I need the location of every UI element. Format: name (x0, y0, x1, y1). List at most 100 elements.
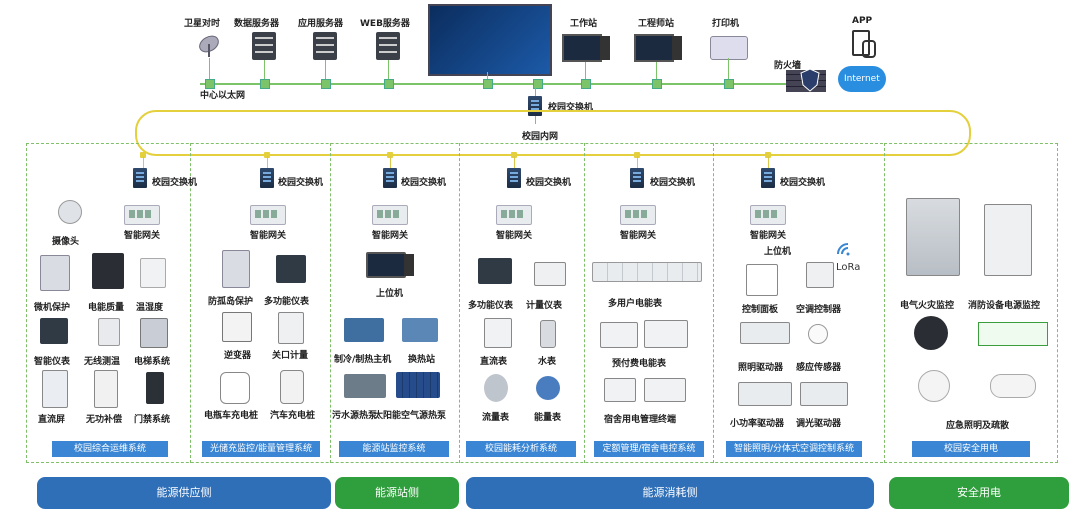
category-energy-supply: 能源供应侧 (37, 477, 331, 509)
device-label: 卫星对时 (184, 19, 221, 29)
campus-switch-label: 校园交换机 (548, 103, 594, 113)
system-bar: 校园安全用电 (912, 441, 1030, 457)
campus-net-label: 校园内网 (522, 132, 559, 142)
motion-sensor-icon (808, 324, 828, 344)
item-label: 上位机 (376, 289, 404, 299)
item-label: 控制面板 (742, 305, 779, 315)
item-label: 水表 (538, 357, 557, 367)
item-label: 电梯系统 (134, 357, 171, 367)
item-label: 污水源热泵 (332, 411, 378, 421)
item-label: 电气火灾监控 (900, 301, 955, 311)
category-energy-station: 能源站侧 (335, 477, 459, 509)
switch-label: 校园交换机 (152, 178, 198, 188)
reactive-compensation-icon (94, 370, 118, 408)
monitor-screen-icon (428, 4, 552, 76)
emergency-light-icon (990, 374, 1036, 398)
firewall-label: 防火墙 (774, 61, 802, 71)
workstation-icon (562, 34, 602, 62)
item-label: 照明驱动器 (738, 363, 784, 373)
item-label: 直流表 (480, 357, 508, 367)
meter-icon (478, 258, 512, 284)
gateway-label: 智能网关 (496, 231, 533, 241)
controller-icon (806, 262, 834, 288)
ethernet-line (200, 83, 805, 85)
device-label: 数据服务器 (234, 19, 280, 29)
item-label: 预付费电能表 (612, 359, 667, 369)
item-label: 温湿度 (136, 303, 164, 313)
workstation-icon (366, 252, 406, 278)
shield-icon (800, 68, 820, 96)
prepaid-meter-icon (600, 322, 638, 348)
gateway-label: 智能网关 (250, 231, 287, 241)
gateway-icon (250, 205, 286, 225)
item-label: 无线测温 (84, 357, 121, 367)
gateway-icon (750, 205, 786, 225)
ev-charger-icon (280, 370, 304, 404)
energy-meter-icon (536, 376, 560, 400)
exit-sign-icon (914, 316, 948, 350)
ebike-charger-icon (220, 372, 250, 404)
item-label: 汽车充电桩 (270, 411, 316, 421)
lora-label: LoRa (836, 262, 861, 273)
item-label: 摄像头 (52, 237, 80, 247)
system-bar: 定额管理/宿舍电控系统 (594, 441, 704, 457)
flow-meter-icon (484, 374, 508, 402)
meter-icon (276, 255, 306, 283)
category-energy-consumption: 能源消耗侧 (466, 477, 874, 509)
satellite-dish-icon (196, 32, 222, 58)
item-label: 智能仪表 (34, 357, 71, 367)
switch-label: 校园交换机 (401, 178, 447, 188)
water-meter-icon (540, 320, 556, 348)
gateway-meter-icon (278, 312, 304, 344)
item-label: 电瓶车充电桩 (204, 411, 259, 421)
item-label: 直流屏 (38, 415, 66, 425)
mobile-app-icon (852, 30, 870, 56)
category-safety: 安全用电 (889, 477, 1069, 509)
item-label: 小功率驱动器 (730, 419, 785, 429)
dimmer-driver-icon (800, 382, 848, 406)
switch-label: 校园交换机 (278, 178, 324, 188)
gateway-label: 智能网关 (620, 231, 657, 241)
item-label: 消防设备电源监控 (968, 301, 1041, 311)
power-quality-icon (92, 253, 124, 289)
item-label: 制冷/制热主机 (334, 355, 392, 365)
item-label: 宿舍用电管理终端 (604, 415, 677, 425)
switch-label: 校园交换机 (780, 178, 826, 188)
item-label: 多用户电能表 (608, 299, 663, 309)
inverter-icon (222, 312, 252, 342)
device-label: APP (852, 16, 873, 26)
lighting-driver-icon (740, 322, 790, 344)
ethernet-label: 中心以太网 (200, 91, 246, 101)
multi-user-meter-icon (592, 262, 702, 282)
small-driver-icon (738, 382, 792, 406)
wifi-signal-icon (836, 240, 856, 260)
prepaid-meter-icon (644, 320, 688, 348)
system-bar: 智能照明/分体式空调控制系统 (726, 441, 862, 457)
device-label: 工作站 (570, 19, 598, 29)
heat-pump-icon (344, 374, 386, 398)
control-panel-icon (746, 264, 778, 296)
humidity-sensor-icon (140, 258, 166, 288)
switch-label: 校园交换机 (526, 178, 572, 188)
dorm-terminal-icon (604, 378, 636, 402)
chiller-icon (344, 318, 384, 342)
meter-icon (40, 318, 68, 344)
protection-relay-icon (40, 255, 70, 291)
fire-power-cabinet-icon (984, 204, 1032, 276)
dorm-terminal-icon (644, 378, 686, 402)
workstation-icon (634, 34, 674, 62)
item-label: 换热站 (408, 355, 436, 365)
system-bar: 能源站监控系统 (339, 441, 449, 457)
server-icon (376, 32, 400, 60)
cloud-icon (838, 66, 886, 92)
item-label: 无功补偿 (86, 415, 123, 425)
device-label: 工程师站 (638, 19, 675, 29)
device-label: 应用服务器 (298, 19, 344, 29)
exit-sign-icon (978, 322, 1048, 346)
item-label: 门禁系统 (134, 415, 171, 425)
item-label: 多功能仪表 (264, 297, 310, 307)
dc-meter-icon (484, 318, 512, 348)
gateway-icon (124, 205, 160, 225)
gateway-label: 智能网关 (124, 231, 161, 241)
gateway-icon (620, 205, 656, 225)
